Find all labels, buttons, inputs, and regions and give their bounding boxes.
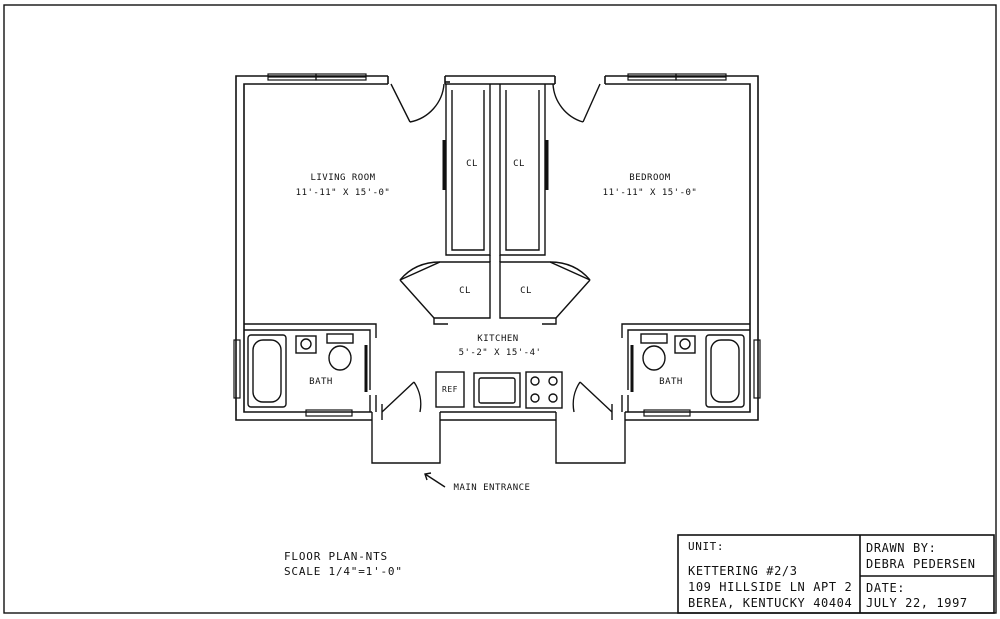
living-room-name: LIVING ROOM — [310, 173, 376, 183]
bedroom-name: BEDROOM — [629, 173, 671, 183]
closet-label: CL — [520, 286, 532, 296]
plan-scale-note-line2: SCALE 1/4"=1'-0" — [284, 565, 403, 578]
address-line1: 109 HILLSIDE LN APT 2 — [688, 580, 853, 594]
title-block — [677, 534, 995, 614]
closet-label: CL — [459, 286, 471, 296]
date-label: DATE: — [866, 581, 906, 595]
top-doors — [390, 83, 601, 123]
main-entrance-label: MAIN ENTRANCE — [453, 483, 531, 493]
exterior-walls — [235, 75, 759, 421]
windows — [233, 73, 761, 417]
living-room-size: 11'-11" X 15'-0" — [295, 188, 391, 198]
closet-core — [399, 84, 591, 325]
closet-label: CL — [513, 159, 525, 169]
front-entrances — [371, 381, 626, 464]
bath-right — [621, 323, 750, 412]
drawn-by-name: DEBRA PEDERSEN — [866, 557, 976, 571]
plan-scale-note-line1: FLOOR PLAN-NTS — [284, 550, 388, 563]
kitchen-size: 5'-2" X 15'-4' — [458, 348, 542, 358]
kitchen-appliances — [435, 371, 563, 409]
bath-label: BATH — [659, 377, 683, 387]
bath-left — [244, 323, 377, 412]
kitchen-name: KITCHEN — [477, 334, 519, 344]
bath-label: BATH — [309, 377, 333, 387]
main-entrance-arrow — [424, 472, 446, 488]
drawn-by-label: DRAWN BY: — [866, 541, 937, 555]
refrigerator-label: REF — [442, 385, 458, 394]
closet-label: CL — [466, 159, 478, 169]
unit-name: KETTERING #2/3 — [688, 564, 798, 578]
unit-label: UNIT: — [688, 540, 725, 553]
address-line2: BEREA, KENTUCKY 40404 — [688, 596, 853, 610]
bedroom-size: 11'-11" X 15'-0" — [602, 188, 698, 198]
date-value: JULY 22, 1997 — [866, 596, 968, 610]
sheet-border — [3, 4, 997, 614]
